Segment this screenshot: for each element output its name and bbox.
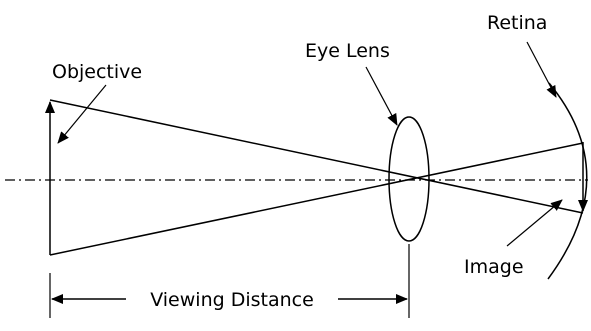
eye-lens-leader (365, 66, 398, 126)
objective-label: Objective (52, 61, 142, 83)
image-leader (506, 199, 563, 247)
viewing-distance-label: Viewing Distance (150, 289, 314, 311)
ray-bottom (49, 142, 584, 256)
objective-leader (57, 84, 107, 144)
retina-label: Retina (487, 12, 547, 34)
retina-curve (547, 82, 588, 280)
retina-leader (526, 41, 557, 98)
ray-top (49, 99, 584, 214)
eye-lens (388, 116, 430, 242)
image-label: Image (464, 256, 524, 278)
eye-lens-label: Eye Lens (305, 40, 390, 62)
